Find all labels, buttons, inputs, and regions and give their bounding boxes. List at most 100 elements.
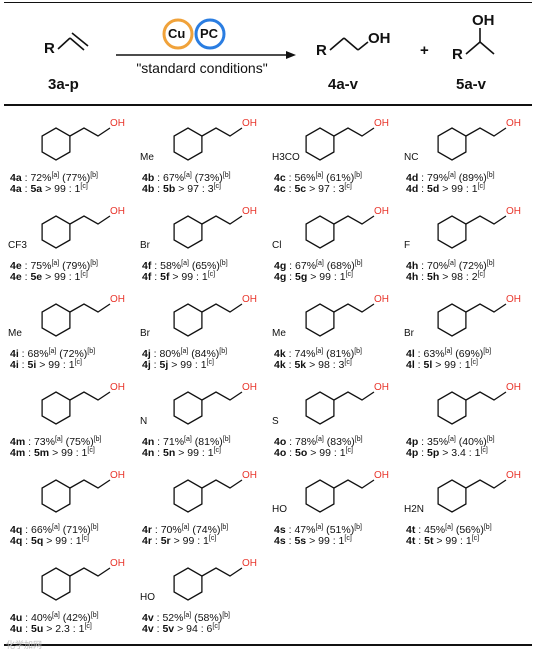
yield-line: 4n : 71%[a] (81%)[b] (142, 436, 231, 448)
structure-4i (41, 303, 111, 337)
yield-line: 4f : 58%[a] (65%)[b] (142, 260, 228, 272)
result-4b: 4b : 67%[a] (73%)[b]4b : 5b > 97 : 3[c] (142, 172, 231, 195)
hydroxyl-label: OH (110, 558, 125, 569)
ring-4u (41, 567, 71, 601)
yield-line: 4r : 70%[a] (74%)[b] (142, 524, 229, 536)
reaction-scheme: R Cu PC "standard conditions" R OH + R O… (4, 2, 532, 106)
yield-line: 4p : 35%[a] (40%)[b] (406, 436, 495, 448)
ring-4q (41, 479, 71, 513)
chain-4s (333, 479, 375, 489)
structure-4t (437, 479, 507, 513)
ring-4a (41, 127, 71, 161)
ring-4r (173, 479, 203, 513)
hydroxyl-label: OH (242, 470, 257, 481)
structure-4j (173, 303, 243, 337)
ratio-line: 4f : 5f > 99 : 1[c] (142, 271, 216, 283)
ring-4n (173, 391, 203, 425)
structure-4l (437, 303, 507, 337)
substituent-label: N (140, 416, 148, 427)
structure-4d (437, 127, 507, 161)
substrate-4q: OH 4q : 66%[a] (71%)[b]4q : 5q > 99 : 1[c… (4, 466, 136, 552)
chain-4d (465, 127, 507, 137)
ring-4i (41, 303, 71, 337)
ratio-line: 4q : 5q > 99 : 1[c] (10, 535, 89, 547)
ratio-line: 4o : 5o > 99 : 1[c] (274, 447, 353, 459)
result-4j: 4j : 80%[a] (84%)[b]4j : 5j > 99 : 1[c] (142, 348, 228, 371)
hydroxyl-label: OH (110, 294, 125, 305)
structure-4b (173, 127, 243, 161)
ratio-line: 4l : 5l > 99 : 1[c] (406, 359, 478, 371)
substituent-label: Me (272, 328, 286, 339)
reactant-label: 3a-p (48, 76, 79, 93)
result-4f: 4f : 58%[a] (65%)[b]4f : 5f > 99 : 1[c] (142, 260, 228, 283)
ratio-line: 4s : 5s > 99 : 1[c] (274, 535, 352, 547)
scheme-structures (57, 18, 495, 59)
chain-4m (69, 391, 111, 401)
structure-4k (305, 303, 375, 337)
substrate-4n: OH N 4n : 71%[a] (81%)[b]4n : 5n > 99 : 1[… (136, 378, 268, 464)
yield-line: 4l : 63%[a] (69%)[b] (406, 348, 492, 360)
substituent-label: Me (8, 328, 22, 339)
hydroxyl-label: OH (506, 470, 521, 481)
hydroxyl-label: OH (242, 206, 257, 217)
hydroxyl-label: OH (506, 294, 521, 305)
yield-line: 4j : 80%[a] (84%)[b] (142, 348, 228, 360)
result-4c: 4c : 56%[a] (61%)[b]4c : 5c > 97 : 3[c] (274, 172, 362, 195)
yield-line: 4a : 72%[a] (77%)[b] (10, 172, 98, 184)
ring-4j (173, 303, 203, 337)
hydroxyl-label: OH (242, 558, 257, 569)
chain-4c (333, 127, 375, 137)
reactant-r-label: R (44, 40, 55, 57)
structure-4o (305, 391, 375, 425)
substrate-4f: OH Br 4f : 58%[a] (65%)[b]4f : 5f > 99 : 1… (136, 202, 268, 288)
catalyst-cu: Cu (168, 26, 186, 41)
ratio-line: 4p : 5p > 3.4 : 1[c] (406, 447, 488, 459)
ratio-line: 4j : 5j > 99 : 1[c] (142, 359, 214, 371)
structure-4v (173, 567, 243, 601)
ratio-line: 4a : 5a > 99 : 1[c] (10, 183, 88, 195)
catalyst-pc: PC (200, 26, 219, 41)
ratio-line: 4m : 5m > 99 : 1[c] (10, 447, 95, 459)
result-4m: 4m : 73%[a] (75%)[b]4m : 5m > 99 : 1[c] (10, 436, 102, 459)
product2-oh-label: OH (472, 12, 495, 29)
substituent-label: Br (140, 240, 150, 251)
yield-line: 4q : 66%[a] (71%)[b] (10, 524, 99, 536)
product1-oh-label: OH (368, 30, 391, 47)
hydroxyl-label: OH (506, 382, 521, 393)
structure-4m (41, 391, 111, 425)
structure-4p (437, 391, 507, 425)
yield-line: 4d : 79%[a] (89%)[b] (406, 172, 495, 184)
structure-4n (173, 391, 243, 425)
hydroxyl-label: OH (506, 118, 521, 129)
product1-r-label: R (316, 42, 327, 59)
ring-4c (305, 127, 335, 161)
hydroxyl-label: OH (242, 382, 257, 393)
result-4o: 4o : 78%[a] (83%)[b]4o : 5o > 99 : 1[c] (274, 436, 363, 459)
substituent-label: Me (140, 152, 154, 163)
chain-4q (69, 479, 111, 489)
result-4n: 4n : 71%[a] (81%)[b]4n : 5n > 99 : 1[c] (142, 436, 231, 459)
product2-r-label: R (452, 46, 463, 63)
chain-4k (333, 303, 375, 313)
result-4s: 4s : 47%[a] (51%)[b]4s : 5s > 99 : 1[c] (274, 524, 362, 547)
hydroxyl-label: OH (110, 470, 125, 481)
ring-4g (305, 215, 335, 249)
bottom-rule (4, 644, 532, 646)
yield-line: 4b : 67%[a] (73%)[b] (142, 172, 231, 184)
ratio-line: 4b : 5b > 97 : 3[c] (142, 183, 221, 195)
structure-4q (41, 479, 111, 513)
yield-line: 4s : 47%[a] (51%)[b] (274, 524, 362, 536)
result-4t: 4t : 45%[a] (56%)[b]4t : 5t > 99 : 1[c] (406, 524, 492, 547)
ratio-line: 4n : 5n > 99 : 1[c] (142, 447, 221, 459)
hydroxyl-label: OH (374, 118, 389, 129)
yield-line: 4o : 78%[a] (83%)[b] (274, 436, 363, 448)
structure-4h (437, 215, 507, 249)
ratio-line: 4h : 5h > 98 : 2[c] (406, 271, 485, 283)
